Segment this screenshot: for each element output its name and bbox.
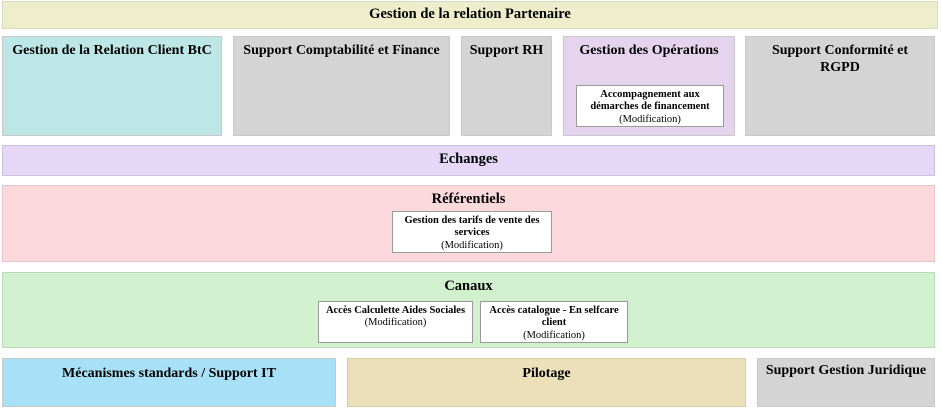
footer-pilotage[interactable]: Pilotage — [347, 358, 746, 407]
domain-label: Support Conformité et RGPD — [771, 43, 909, 75]
card-title: Accompagnement aux démarches de financem… — [590, 89, 710, 113]
band-label: Canaux — [444, 278, 493, 294]
header-band-gestion-relation-partenaire[interactable]: Gestion de la relation Partenaire — [2, 1, 938, 29]
domain-support-comptabilite-finance[interactable]: Support Comptabilité et Finance — [233, 36, 450, 136]
footer-label: Pilotage — [522, 366, 571, 381]
domain-support-rh[interactable]: Support RH — [461, 36, 552, 136]
card-status: (Modification) — [441, 239, 503, 251]
domain-label: Support RH — [469, 43, 544, 58]
footer-label: Support Gestion Juridique — [765, 363, 927, 378]
footer-support-gestion-juridique[interactable]: Support Gestion Juridique — [757, 358, 935, 407]
band-label: Référentiels — [431, 191, 506, 207]
domain-label: Gestion des Opérations — [579, 43, 719, 58]
header-band-label: Gestion de la relation Partenaire — [369, 6, 571, 22]
domain-label: Gestion de la Relation Client BtC — [12, 43, 212, 58]
domain-gestion-relation-client-btc[interactable]: Gestion de la Relation Client BtC — [2, 36, 222, 136]
domain-gestion-des-operations[interactable]: Gestion des Opérations Accompagnement au… — [563, 36, 735, 136]
footer-label: Mécanismes standards / Support IT — [62, 366, 276, 381]
band-label: Echanges — [439, 151, 498, 167]
card-acces-catalogue-selfcare-client[interactable]: Accès catalogue - En selfcare client (Mo… — [480, 301, 628, 343]
band-echanges[interactable]: Echanges — [2, 145, 935, 176]
domain-support-conformite-rgpd[interactable]: Support Conformité et RGPD — [745, 36, 935, 136]
band-referentiels[interactable]: Référentiels Gestion des tarifs de vente… — [2, 185, 935, 262]
card-status: (Modification) — [364, 317, 427, 329]
band-canaux[interactable]: Canaux Accès Calculette Aides Sociales (… — [2, 272, 935, 348]
card-gestion-tarifs-vente-services[interactable]: Gestion des tarifs de vente des services… — [392, 211, 552, 253]
card-status: (Modification) — [523, 329, 585, 341]
card-acces-calculette-aides-sociales[interactable]: Accès Calculette Aides Sociales (Modific… — [318, 301, 473, 343]
domain-label: Support Comptabilité et Finance — [243, 43, 440, 58]
card-status: (Modification) — [619, 113, 681, 125]
card-accompagnement-demarches-financement[interactable]: Accompagnement aux démarches de financem… — [576, 85, 724, 127]
footer-mecanismes-standards-support-it[interactable]: Mécanismes standards / Support IT — [2, 358, 336, 407]
card-title: Gestion des tarifs de vente des services — [404, 215, 540, 239]
card-title: Accès Calculette Aides Sociales — [325, 305, 466, 316]
card-title: Accès catalogue - En selfcare client — [489, 305, 619, 329]
